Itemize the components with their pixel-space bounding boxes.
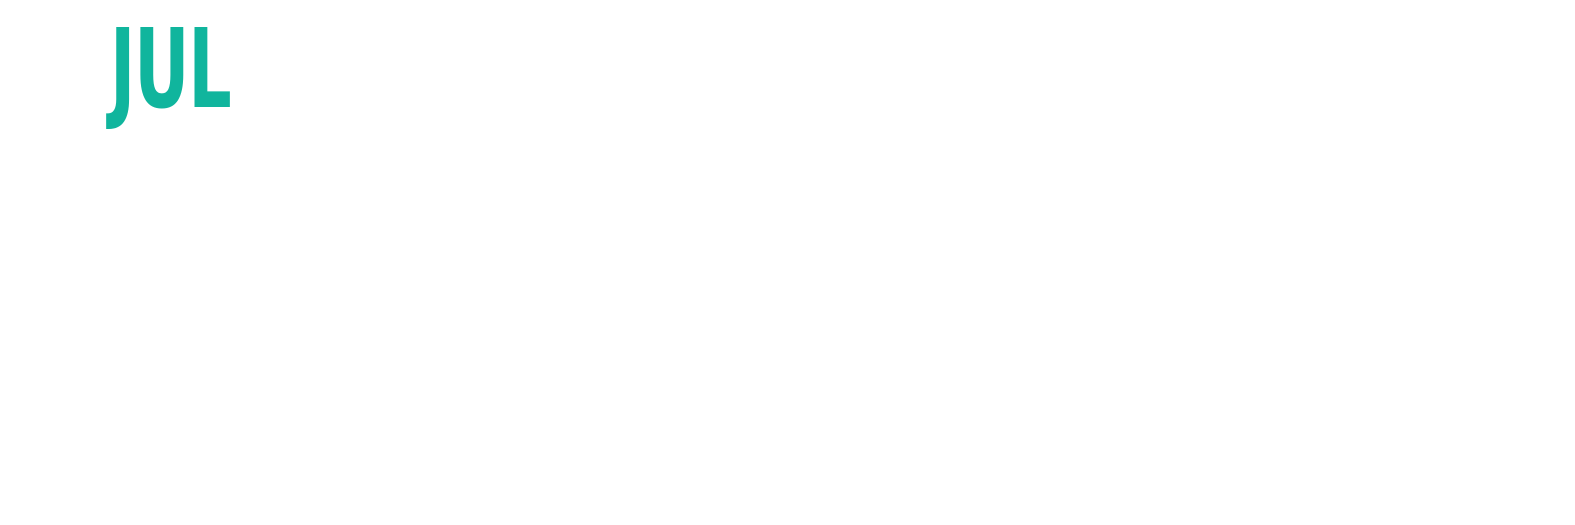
month-label: JUL [110, 5, 232, 133]
